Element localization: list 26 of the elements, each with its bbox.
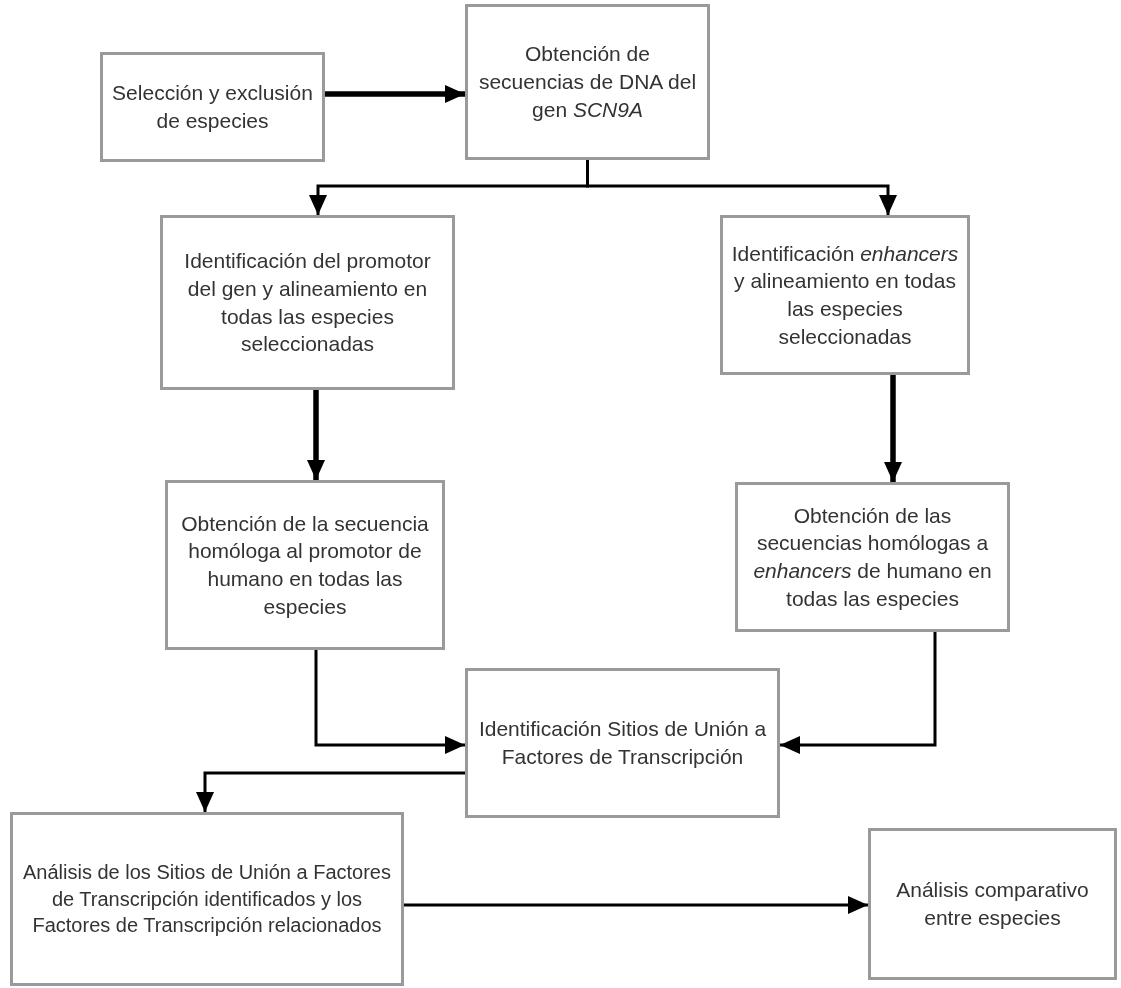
box-text: Obtención de la secuencia homóloga al promotor de humano en todas las especies xyxy=(180,510,430,620)
arrow xyxy=(884,375,902,482)
arrow xyxy=(586,160,897,215)
process-box xyxy=(868,828,1117,980)
box-text: Análisis de los Sitios de Unión a Factores de Transcripción identificados y los Factores de Transcripción relacionados xyxy=(22,860,392,939)
arrow xyxy=(404,896,868,914)
process-box xyxy=(465,668,780,818)
arrow xyxy=(307,390,325,480)
box-text: Identificación del promotor del gen y alineamiento en todas las especies seleccionadas xyxy=(183,248,432,358)
process-box xyxy=(100,52,325,162)
arrow xyxy=(325,85,465,103)
arrow xyxy=(780,632,937,754)
box-text: Identificación Sitios de Unión a Factores de Transcripción xyxy=(477,716,768,770)
process-box xyxy=(160,215,455,390)
process-box xyxy=(10,812,404,986)
box-text: Análisis comparativo entre especies xyxy=(895,877,1090,931)
process-box xyxy=(720,215,970,375)
process-box xyxy=(165,480,445,650)
process-box xyxy=(465,4,710,160)
box-text: Selección y exclusión de especies xyxy=(111,80,314,134)
box-text: Obtención de las secuencias homólogas a enhancers de humano en todas las especies xyxy=(752,502,993,612)
process-box xyxy=(735,482,1010,632)
arrow xyxy=(314,650,465,754)
box-text: Identificación enhancers y alineamiento en todas las especies seleccionadas xyxy=(731,240,959,350)
arrow xyxy=(196,771,465,812)
box-text: Obtención de secuencias de DNA del gen SCN9A xyxy=(477,41,698,123)
